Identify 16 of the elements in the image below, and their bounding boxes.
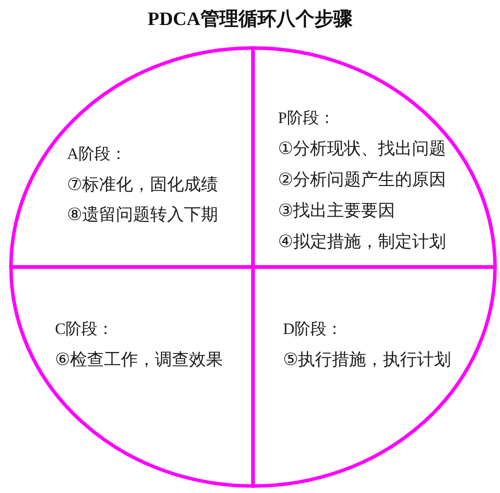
step-text: ②分析问题产生的原因 [278, 169, 446, 192]
phase-heading: P阶段： [278, 109, 335, 129]
phase-heading: D阶段： [283, 320, 343, 340]
step-text: ⑤执行措施，执行计划 [283, 349, 452, 372]
quadrant-sector [250, 45, 498, 270]
diagram-title: PDCA管理循环八个步骤 [148, 9, 352, 30]
phase-heading: A阶段： [67, 145, 127, 165]
step-text: ③找出主要要因 [278, 200, 396, 223]
phase-heading: C阶段： [55, 320, 114, 340]
step-text: ④拟定措施，制定计划 [278, 231, 446, 254]
step-text: ⑥检查工作，调查效果 [55, 349, 224, 372]
step-text: ①分析现状、找出问题 [278, 138, 446, 161]
step-text: ⑦标准化，固化成绩 [67, 174, 218, 197]
quadrant-sector [250, 264, 498, 489]
step-text: ⑧遗留问题转入下期 [67, 204, 218, 227]
quadrant-sector [8, 264, 256, 489]
